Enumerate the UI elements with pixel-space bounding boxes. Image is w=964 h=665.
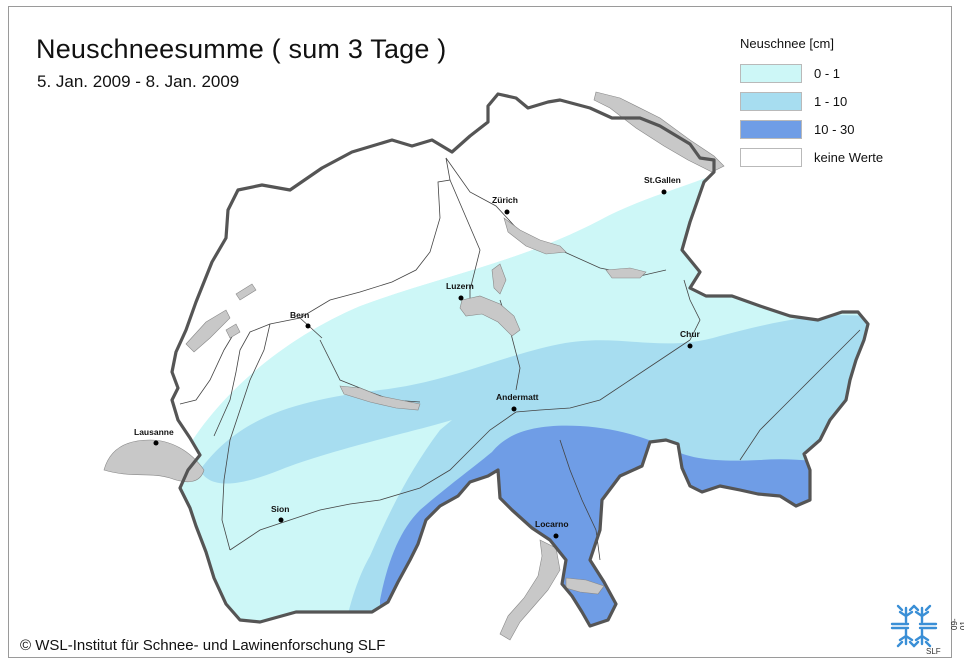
legend-item: 1 - 10	[740, 87, 883, 115]
legend-swatch	[740, 63, 802, 83]
side-code: 09-01	[950, 618, 964, 630]
legend-label: keine Werte	[814, 149, 884, 165]
legend: Neuschnee [cm] 0 - 1 1 - 10 10 - 30 kein…	[740, 36, 883, 171]
lake-neuchatel	[185, 309, 231, 353]
city-locarno: Locarno	[535, 519, 569, 539]
lake-thun-brienz	[339, 385, 421, 411]
slf-logo-icon: SLF	[886, 600, 942, 661]
city-bern: Bern	[290, 310, 311, 329]
lake-geneva	[103, 439, 205, 483]
city-chur: Chur	[680, 329, 701, 349]
city-andermatt: Andermatt	[496, 392, 539, 412]
lake-walen	[605, 267, 647, 279]
svg-text:Bern: Bern	[290, 310, 309, 320]
logo-text: SLF	[926, 647, 941, 656]
svg-text:Locarno: Locarno	[535, 519, 569, 529]
city-lausanne: Lausanne	[134, 427, 174, 446]
cities: St.Gallen Zürich Luzern Bern Chur Anderm…	[134, 175, 701, 539]
map-subtitle: 5. Jan. 2009 - 8. Jan. 2009	[37, 72, 240, 91]
legend-item: keine Werte	[740, 143, 883, 171]
legend-label: 1 - 10	[814, 93, 848, 109]
legend-item: 0 - 1	[740, 59, 883, 87]
city-st-gallen: St.Gallen	[644, 175, 681, 195]
city-zurich: Zürich	[492, 195, 518, 215]
legend-swatch	[740, 91, 802, 111]
lake-lucerne	[459, 295, 521, 337]
lake-biel	[235, 283, 257, 301]
lake-maggiore	[499, 539, 561, 641]
svg-text:Luzern: Luzern	[446, 281, 474, 291]
svg-text:St.Gallen: St.Gallen	[644, 175, 681, 185]
legend-label: 10 - 30	[814, 121, 855, 137]
legend-item: 10 - 30	[740, 115, 883, 143]
map-title: Neuschneesumme ( sum 3 Tage )	[36, 34, 447, 64]
svg-text:Andermatt: Andermatt	[496, 392, 539, 402]
lake-zurich	[503, 217, 567, 255]
city-sion: Sion	[271, 504, 289, 523]
lake-morat	[225, 323, 241, 339]
lakes	[103, 91, 725, 641]
legend-label: 0 - 1	[814, 65, 841, 81]
copyright-text: © WSL-Institut für Schnee- und Lawinenfo…	[20, 637, 386, 654]
svg-text:Chur: Chur	[680, 329, 701, 339]
svg-text:Sion: Sion	[271, 504, 289, 514]
svg-text:Zürich: Zürich	[492, 195, 518, 205]
svg-text:Lausanne: Lausanne	[134, 427, 174, 437]
legend-swatch	[740, 119, 802, 139]
legend-title: Neuschnee [cm]	[740, 36, 834, 51]
city-luzern: Luzern	[446, 281, 474, 301]
lake-zug	[491, 263, 507, 295]
legend-swatch	[740, 147, 802, 167]
